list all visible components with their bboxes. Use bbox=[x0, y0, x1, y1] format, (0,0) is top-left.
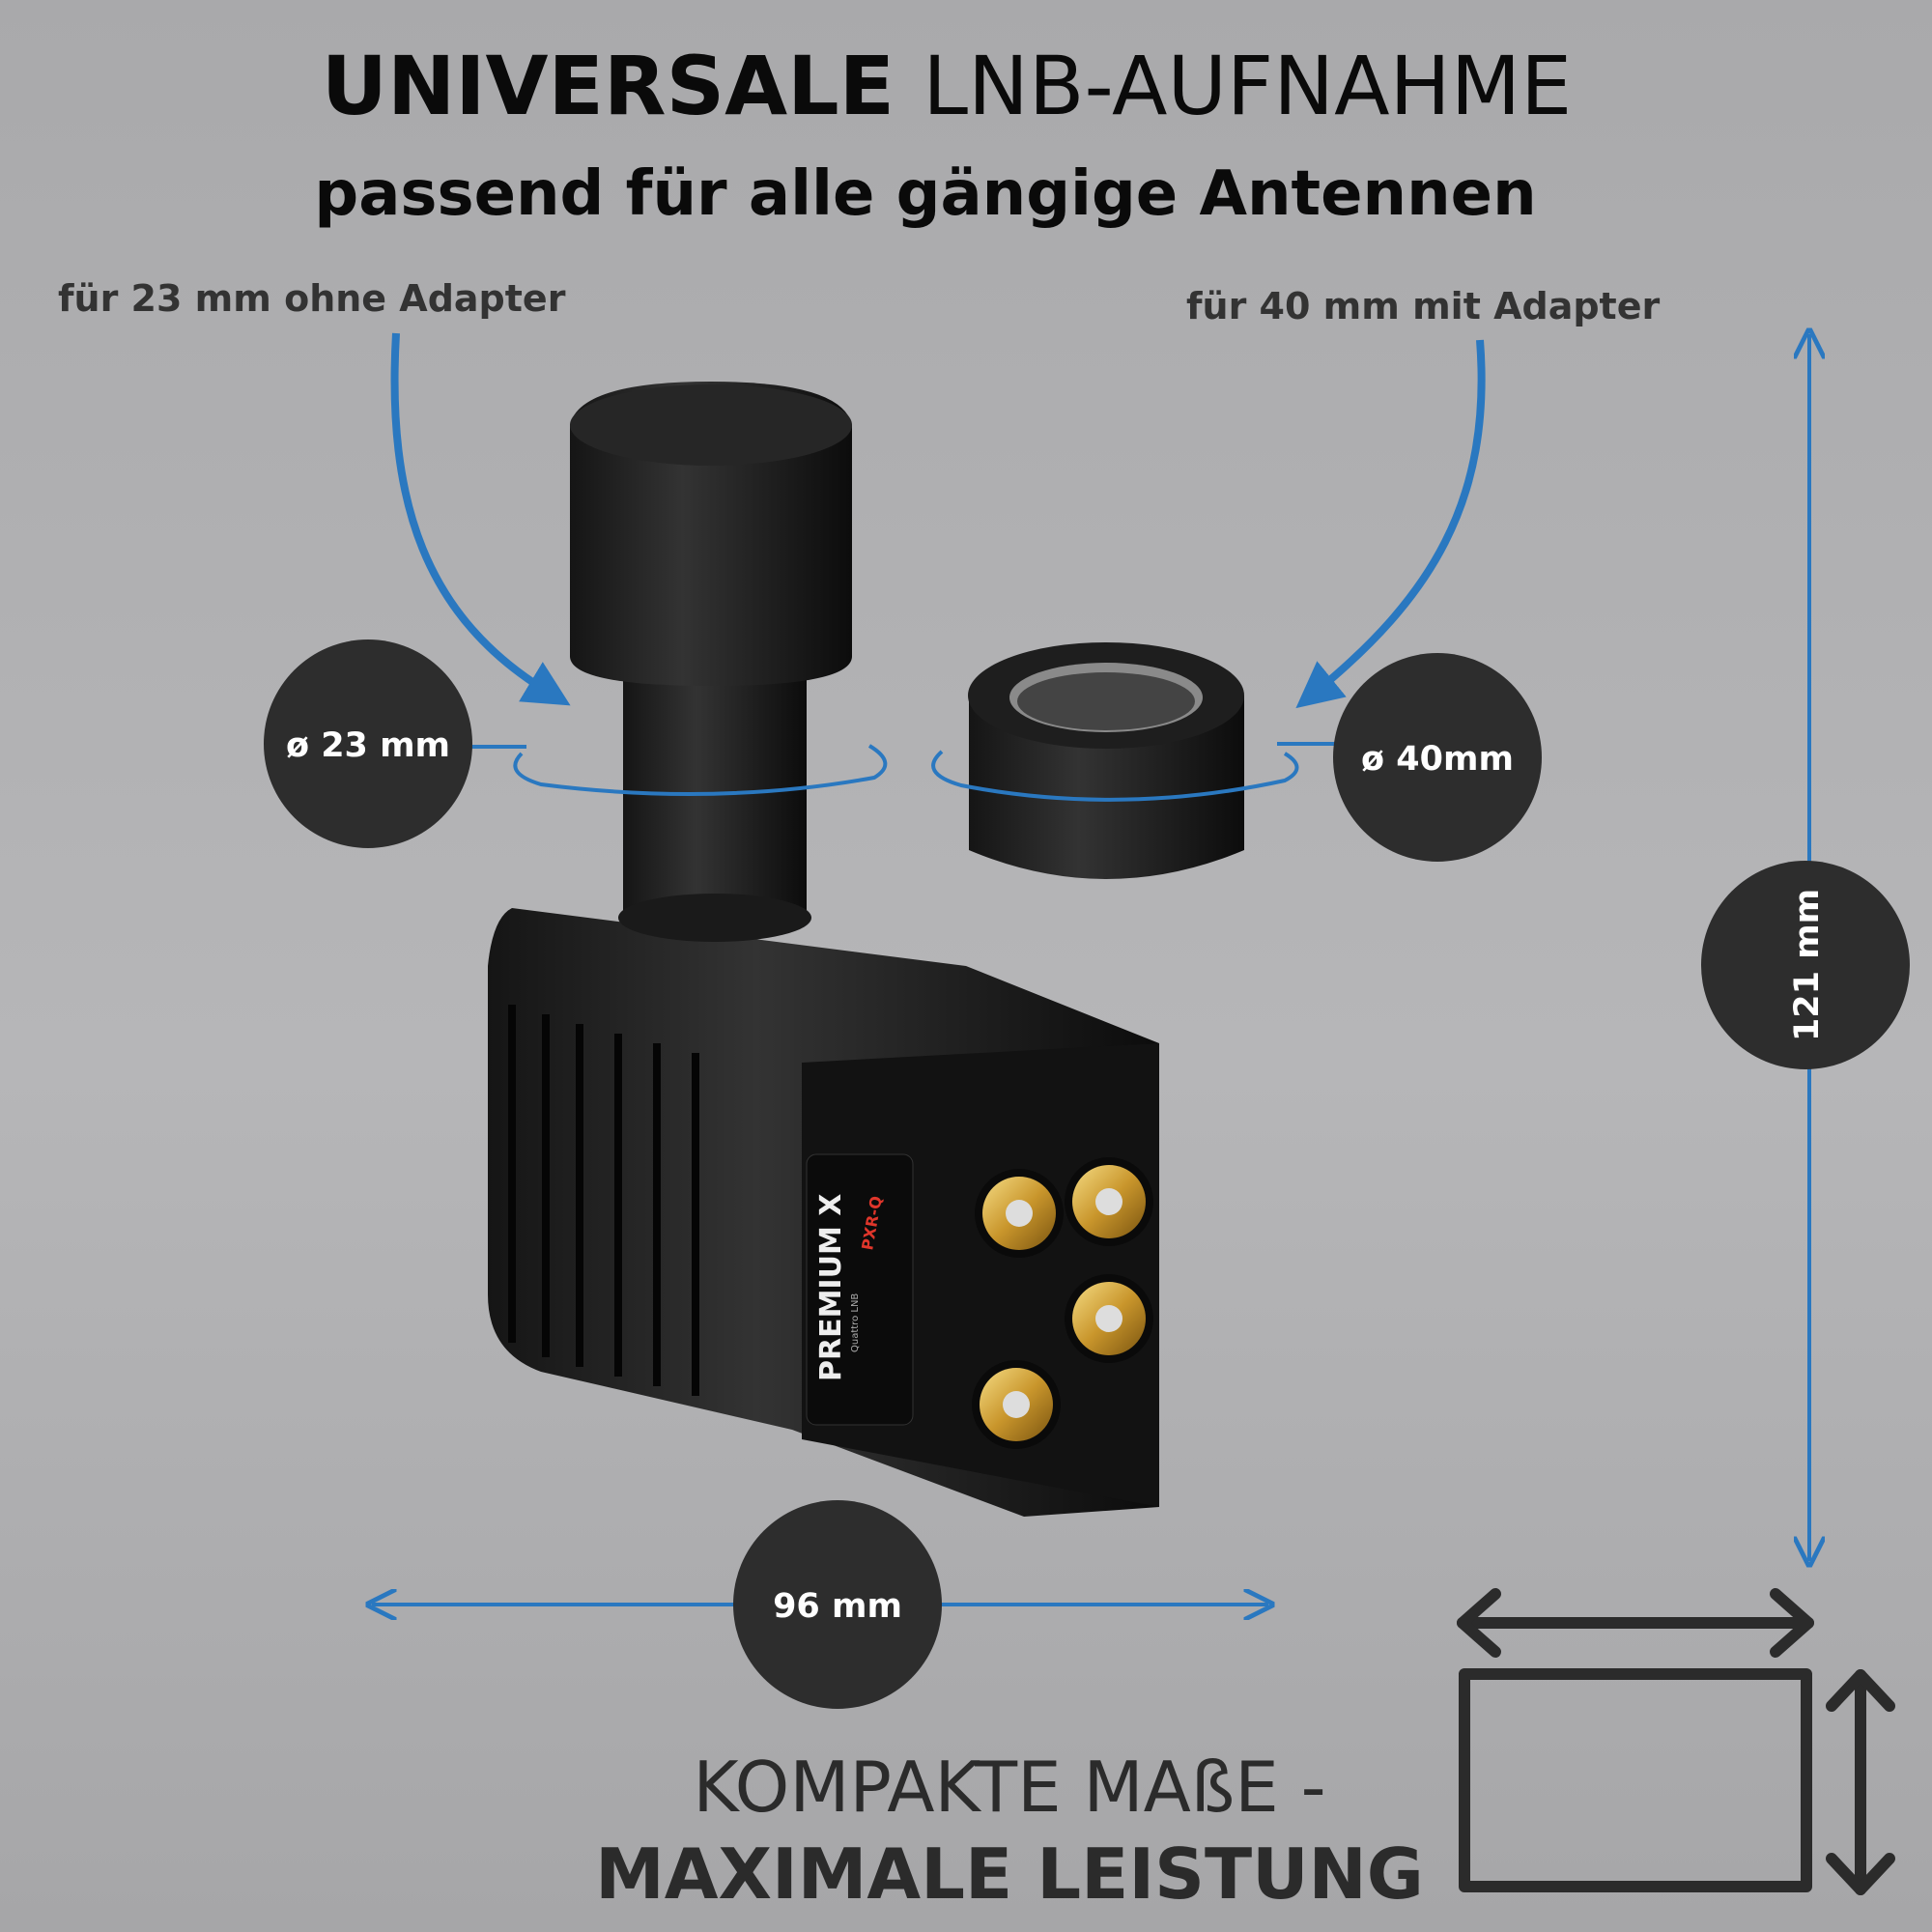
badge-height: 121 mm bbox=[1701, 861, 1910, 1069]
svg-text:121 mm: 121 mm bbox=[1788, 889, 1827, 1041]
lnb-product-image: PREMIUM X Quattro LNB PXR-Q bbox=[488, 382, 1159, 1517]
badge-width: 96 mm bbox=[733, 1500, 942, 1709]
title-regular: LNB-AUFNAHME bbox=[923, 39, 1572, 133]
page-title: UNIVERSALE LNB-AUFNAHME bbox=[322, 39, 1573, 133]
svg-text:ø 23 mm: ø 23 mm bbox=[286, 726, 450, 765]
arrow-right-curve bbox=[1295, 339, 1486, 709]
compact-size-icon bbox=[1457, 1588, 1895, 1895]
subtitle: passend für alle gängige Antennen bbox=[314, 158, 1536, 230]
rotation-indicator-large bbox=[931, 750, 1299, 802]
svg-text:96 mm: 96 mm bbox=[773, 1587, 902, 1626]
callout-left: für 23 mm ohne Adapter bbox=[58, 277, 566, 320]
badge-diameter-large: ø 40mm bbox=[1333, 653, 1542, 862]
footer-line1: KOMPAKTE MAßE - bbox=[693, 1747, 1325, 1828]
footer-line2: MAXIMALE LEISTUNG bbox=[595, 1833, 1424, 1915]
f-connectors bbox=[972, 1157, 1153, 1449]
callout-right: für 40 mm mit Adapter bbox=[1186, 285, 1660, 327]
brand-tagline: Quattro LNB bbox=[850, 1293, 861, 1352]
adapter-ring-image bbox=[968, 642, 1244, 879]
rotation-indicator-small bbox=[513, 744, 888, 796]
arrow-left-curve bbox=[390, 332, 571, 706]
badge-diameter-small: ø 23 mm bbox=[264, 639, 472, 848]
brand-label: PREMIUM X bbox=[814, 1194, 848, 1381]
svg-text:ø 40mm: ø 40mm bbox=[1361, 740, 1514, 779]
title-bold: UNIVERSALE bbox=[322, 39, 895, 133]
